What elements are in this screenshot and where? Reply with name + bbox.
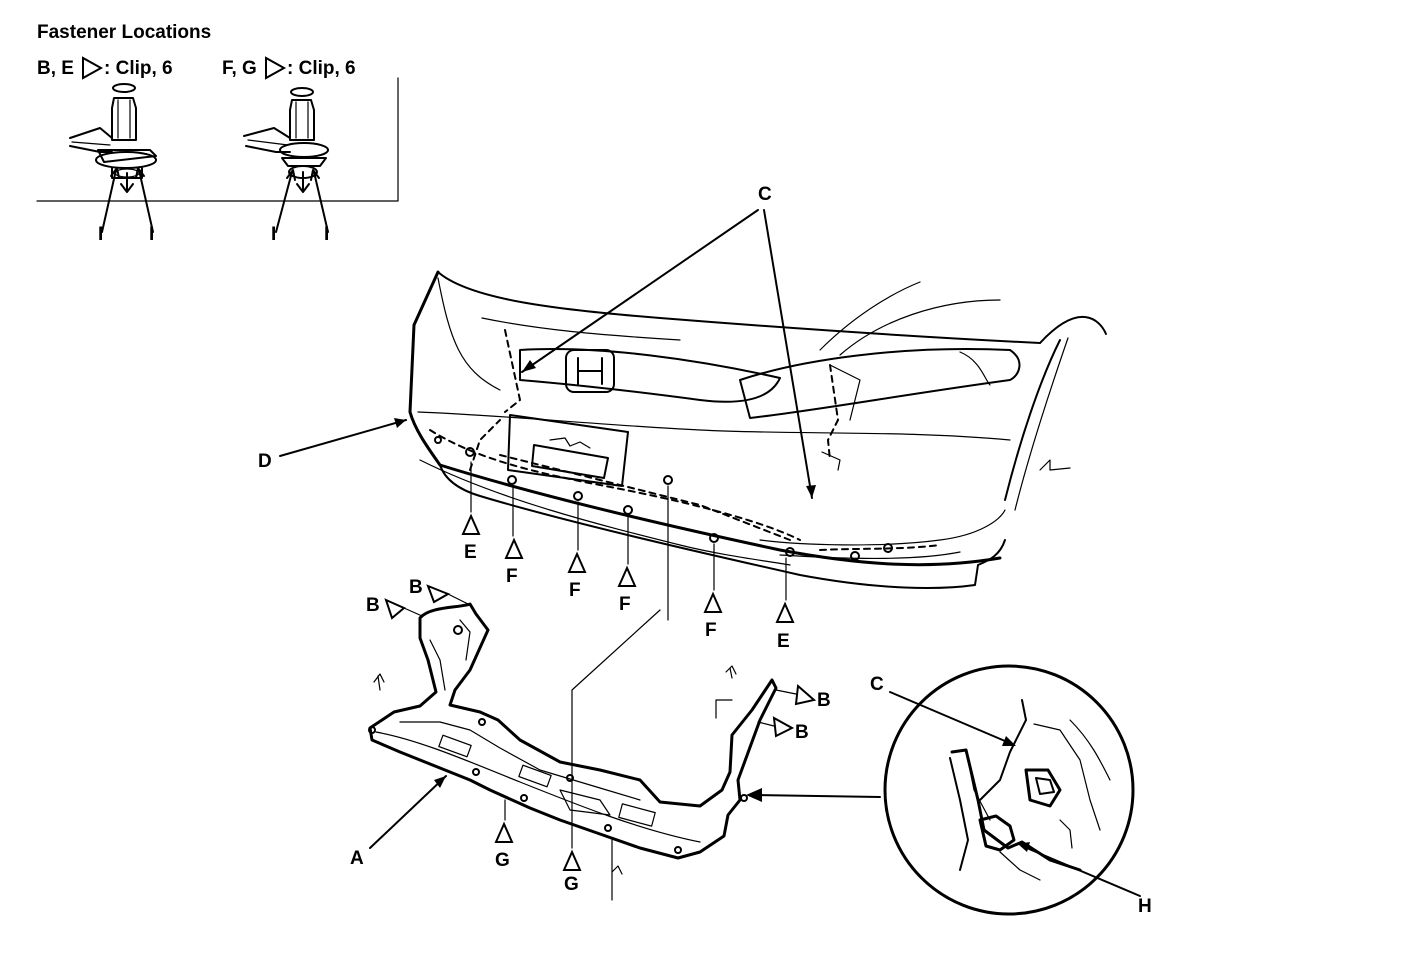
callout-c-detail: C [870,674,884,695]
callout-a: A [350,848,364,869]
legend-clip-fg-desc: : Clip, 6 [287,58,356,79]
callout-h: H [1138,896,1152,917]
triangle-b-4-icon [772,716,795,738]
leader-a [369,775,447,849]
callout-b-4: B [795,722,809,743]
triangle-f-1-icon [504,537,524,559]
callout-e-right: E [777,631,790,652]
callout-e-left: E [464,542,477,563]
callout-f-1: F [506,566,518,587]
arrowhead-c-detail-icon [1002,736,1016,746]
detail-magnifier [883,664,1135,916]
callout-f-4: F [705,620,717,641]
arrowhead-c-right-icon [806,485,816,498]
callout-i-1: I [98,224,103,245]
callout-g-1: G [495,850,510,871]
leader-b-4 [757,721,775,727]
triangle-b-1-icon [384,598,406,620]
clip-be-illustration [69,83,157,233]
arrowhead-h-icon [1018,842,1030,852]
legend-triangle-be-icon [82,56,104,80]
callout-b-1: B [366,595,380,616]
callout-g-2: G [564,874,579,895]
detail-pointer-arrow [751,794,881,798]
triangle-f-2-icon [567,551,587,573]
triangle-e-right-icon [775,601,795,623]
leader-h [1021,845,1141,897]
detail-pointer-arrowhead-icon [746,788,762,802]
leader-b-3 [775,689,797,695]
leader-c-detail [889,691,1013,745]
callout-i-3: I [271,224,276,245]
arrowhead-a-icon [434,776,446,788]
callout-b-3: B [817,690,831,711]
leader-b-1 [403,607,423,617]
leader-c-right [763,209,813,499]
triangle-b-3-icon [794,683,817,706]
triangle-g-2-icon [562,849,582,871]
front-bumper-illustration [408,270,1107,589]
inset-frame [36,77,399,202]
callout-b-2: B [409,577,423,598]
triangle-g-1-icon [494,821,514,843]
legend-clip-fg-label: F, G [222,58,257,79]
callout-f-2: F [569,580,581,601]
alignment-line-2 [571,609,661,781]
callout-f-3: F [619,594,631,615]
clip-fg-illustration [243,87,329,233]
triangle-e-left-icon [461,513,481,535]
leader-b-2 [447,593,469,605]
callout-d: D [258,451,272,472]
triangle-f-3-icon [617,565,637,587]
callout-i-2: I [149,224,154,245]
leader-c-left [521,209,759,373]
arrowhead-c-left-icon [522,360,536,372]
arrowhead-d-icon [394,418,406,428]
leader-d [279,419,407,457]
alignment-arrow-3 [611,865,623,875]
splash-shield-illustration [368,602,778,860]
callout-c-top: C [758,184,772,205]
legend-clip-be-label: B, E [37,58,74,79]
legend-clip-be-desc: : Clip, 6 [104,58,173,79]
legend-triangle-fg-icon [265,56,287,80]
callout-i-4: I [324,224,329,245]
triangle-f-4-icon [703,591,723,613]
triangle-b-2-icon [426,584,451,604]
diagram-title: Fastener Locations [37,22,211,43]
